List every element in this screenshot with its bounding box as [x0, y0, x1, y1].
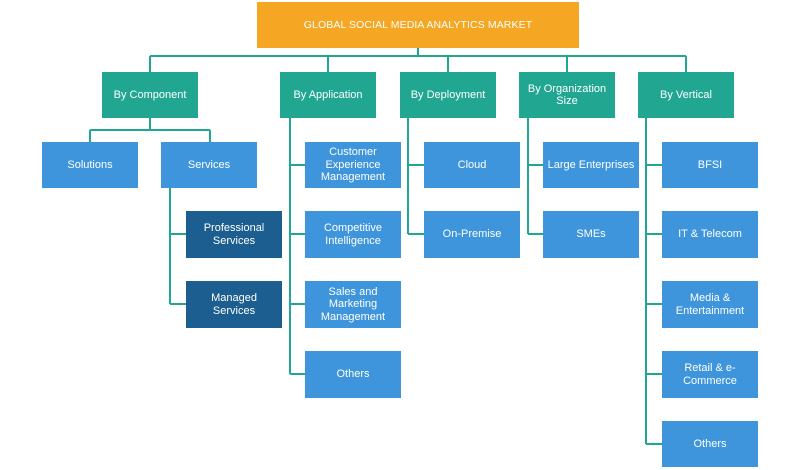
leaf-label: Managed Services [211, 292, 257, 317]
category-by-component: By Component [102, 72, 198, 118]
category-label: By Component [113, 88, 187, 101]
leaf-label: Cloud [457, 158, 487, 171]
leaf-label: Solutions [67, 158, 113, 171]
leaf-label: Customer Experience Management [320, 146, 386, 184]
leaf-label: SMEs [576, 228, 606, 241]
category-by-deployment: By Deployment [400, 72, 496, 118]
category-label: By Vertical [660, 88, 712, 101]
leaf-professional-services: Professional Services [186, 211, 282, 258]
category-by-vertical: By Vertical [638, 72, 734, 118]
leaf-label: BFSI [697, 158, 723, 171]
leaf-competitive-intelligence: Competitive Intelligence [305, 211, 401, 258]
leaf-label: Retail & e-Commerce [683, 362, 737, 387]
leaf-label: Media & Entertainment [675, 292, 745, 317]
leaf-on-premise: On-Premise [424, 211, 520, 258]
category-label: By Application [293, 88, 363, 101]
leaf-it-telecom: IT & Telecom [662, 211, 758, 258]
leaf-vertical-others: Others [662, 421, 758, 467]
leaf-label: Others [336, 368, 370, 381]
leaf-label: Competitive Intelligence [323, 222, 383, 247]
leaf-label: Services [187, 158, 231, 171]
leaf-customer-experience-management: Customer Experience Management [305, 142, 401, 188]
leaf-retail-ecommerce: Retail & e-Commerce [662, 351, 758, 398]
leaf-solutions: Solutions [42, 142, 138, 188]
leaf-services: Services [161, 142, 257, 188]
category-label: By Organization Size [527, 82, 607, 108]
leaf-label: Large Enterprises [547, 158, 635, 171]
root-label: GLOBAL SOCIAL MEDIA ANALYTICS MARKET [303, 18, 533, 31]
leaf-label: IT & Telecom [678, 228, 742, 241]
leaf-cloud: Cloud [424, 142, 520, 188]
leaf-application-others: Others [305, 351, 401, 398]
leaf-smes: SMEs [543, 211, 639, 258]
leaf-managed-services: Managed Services [186, 281, 282, 328]
leaf-label: Sales and Marketing Management [320, 285, 386, 323]
leaf-sales-and-marketing-management: Sales and Marketing Management [305, 281, 401, 328]
category-by-application: By Application [280, 72, 376, 118]
leaf-large-enterprises: Large Enterprises [543, 142, 639, 188]
leaf-label: Others [693, 437, 727, 450]
category-by-organization-size: By Organization Size [519, 72, 615, 118]
leaf-label: On-Premise [442, 228, 502, 241]
leaf-media-entertainment: Media & Entertainment [662, 281, 758, 328]
root-node: GLOBAL SOCIAL MEDIA ANALYTICS MARKET [257, 2, 579, 48]
leaf-label: Professional Services [203, 222, 265, 247]
leaf-bfsi: BFSI [662, 142, 758, 188]
category-label: By Deployment [410, 88, 486, 101]
